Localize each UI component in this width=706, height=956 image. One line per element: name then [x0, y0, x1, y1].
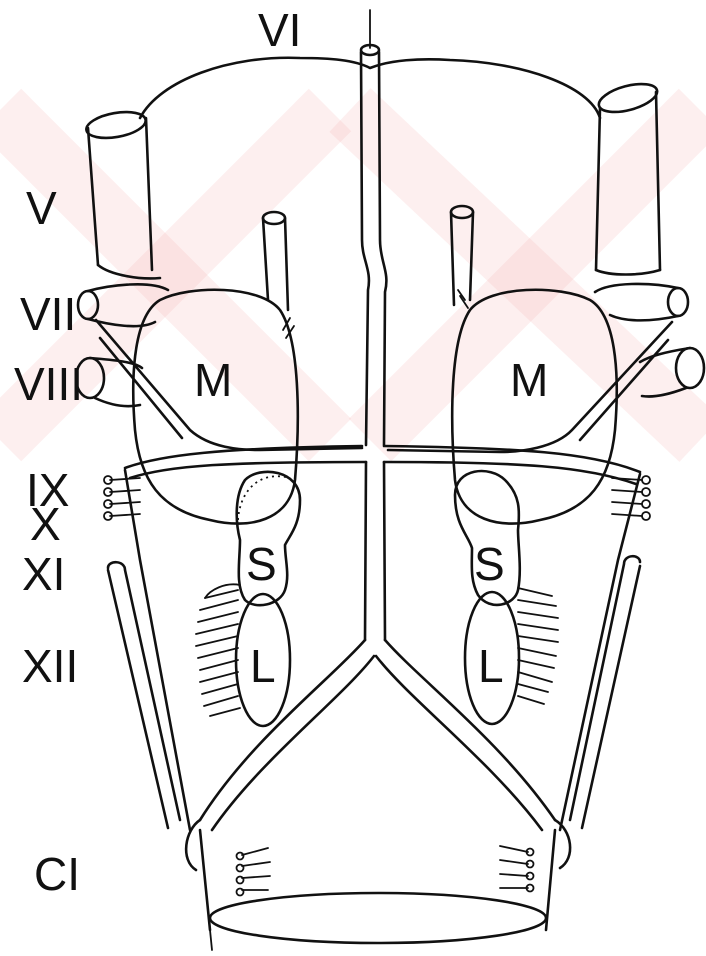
rootlet: [196, 590, 240, 716]
label-vii: VII: [20, 288, 76, 340]
right-ci-rootlets: [500, 846, 534, 892]
label-m-left: M: [194, 354, 232, 406]
nerve-wall: [108, 570, 168, 828]
right-crossing-loop: [555, 820, 570, 868]
label-xi: XI: [22, 548, 65, 600]
label-x: X: [30, 498, 61, 550]
left-cross-artery-bottom: [130, 462, 366, 478]
stump-side: [285, 218, 288, 310]
cut-end: [84, 108, 147, 142]
label-viii: VIII: [14, 358, 83, 410]
right-vertebral-outer: [385, 640, 555, 820]
nerve-wall: [570, 556, 640, 820]
stump-side: [610, 315, 678, 320]
right-cross-artery-bottom: [384, 462, 636, 484]
rootlet-end: [237, 865, 244, 872]
rootlet-end: [642, 476, 650, 484]
stump-end: [668, 288, 688, 316]
label-v: V: [26, 182, 57, 234]
label-l-left: L: [250, 640, 276, 692]
label-s-left: S: [246, 538, 277, 590]
label-xii: XII: [22, 640, 78, 692]
left-small-stump: [263, 212, 288, 310]
rootlet: [518, 588, 558, 704]
trunk-base: [596, 270, 660, 275]
label-m-right: M: [510, 354, 548, 406]
stump-end: [263, 212, 285, 224]
label-ci: CI: [34, 848, 80, 900]
rootlet-end: [237, 889, 244, 896]
right-accessory-nerve: [570, 556, 640, 828]
cut-end: [596, 79, 660, 118]
rootlet: [500, 846, 528, 888]
stump-side: [263, 218, 268, 300]
cord-cut-section: [210, 893, 546, 943]
midline-lower-left: [365, 462, 366, 640]
cord-tip: [210, 930, 212, 950]
rootlet: [110, 478, 140, 516]
rootlet-end: [237, 853, 244, 860]
right-medulla-edge: [560, 474, 640, 830]
rootlet-end: [642, 512, 650, 520]
left-ci-rootlets: [237, 848, 271, 896]
rootlet-end: [642, 500, 650, 508]
s-hidden-edge: [238, 476, 290, 520]
stump-side: [595, 284, 678, 292]
nerve-wall: [582, 566, 640, 828]
left-medulla-edge: [125, 470, 190, 830]
right-xii-rootlets: [518, 588, 558, 704]
label-l-right: L: [478, 640, 504, 692]
left-cord-side: [200, 830, 210, 930]
left-ix-x-rootlets: [104, 476, 140, 520]
label-vi: VI: [258, 4, 301, 56]
midline-lower-right: [384, 462, 385, 640]
rootlet-end: [237, 877, 244, 884]
left-vertebral-branch-inner: [100, 338, 182, 438]
watermark: [0, 110, 700, 440]
right-cord-side: [546, 830, 555, 930]
label-s-right: S: [474, 538, 505, 590]
rootlet-end: [642, 488, 650, 496]
right-vii-stump: [595, 284, 688, 320]
left-xii-rootlets: [196, 584, 240, 716]
rootlet: [242, 848, 270, 890]
nerve-wall: [108, 562, 180, 820]
left-accessory-nerve: [108, 562, 180, 828]
left-crossing-loop: [186, 820, 200, 870]
stump-end: [676, 348, 704, 388]
left-vertebral-outer: [200, 640, 365, 820]
